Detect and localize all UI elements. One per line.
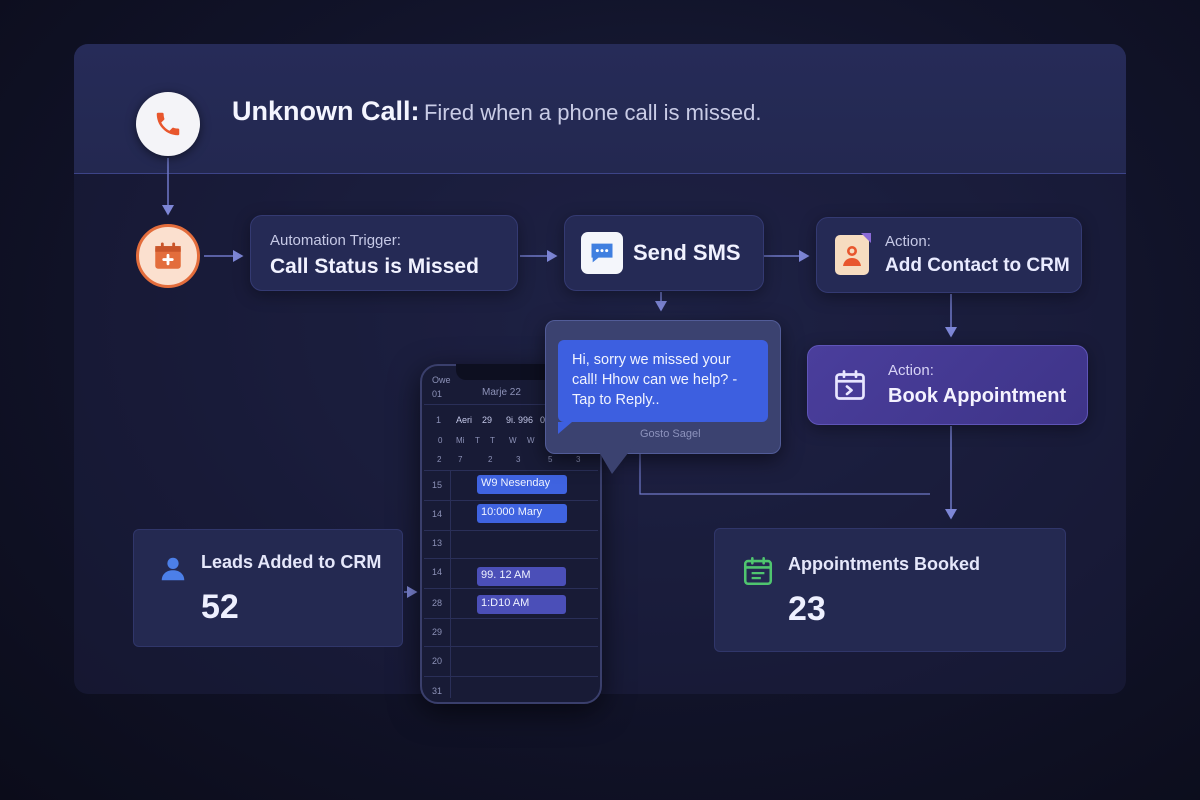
- phone-hour: 20: [432, 656, 442, 666]
- trigger-value: Call Status is Missed: [270, 255, 517, 279]
- phone-icon: [153, 109, 183, 139]
- page-title: Unknown Call: Fired when a phone call is…: [232, 96, 761, 132]
- phone-week-item: 9i. 996: [506, 415, 533, 425]
- phone-day-number: 7: [458, 455, 462, 464]
- calendar-event[interactable]: 99. 12 AM: [477, 567, 566, 586]
- connector-message-to-book: [640, 454, 930, 494]
- automation-trigger-node[interactable]: Automation Trigger: Call Status is Misse…: [250, 215, 518, 291]
- phone-day-name: 0: [438, 436, 442, 445]
- phone-day-name: Mi: [456, 436, 464, 445]
- phone-hour: 14: [432, 509, 442, 519]
- phone-day-name: W: [509, 436, 517, 445]
- calendar-event[interactable]: W9 Nesenday: [477, 475, 567, 494]
- phone-hour: 15: [432, 480, 442, 490]
- add-contact-node[interactable]: Action: Add Contact to CRM: [816, 217, 1082, 293]
- chat-icon: [581, 232, 623, 274]
- phone-day-name: T: [490, 436, 495, 445]
- phone-hour: 31: [432, 686, 442, 696]
- title-description: Fired when a phone call is missed.: [424, 100, 762, 125]
- send-sms-label: Send SMS: [633, 240, 741, 266]
- trigger-label: Automation Trigger:: [270, 232, 517, 249]
- book-appointment-label: Action:: [888, 362, 1066, 379]
- book-appointment-value: Book Appointment: [888, 385, 1066, 408]
- phone-week-item: Aeri: [456, 415, 472, 425]
- phone-hour: 29: [432, 627, 442, 637]
- phone-day-number: 3: [576, 455, 580, 464]
- phone-call-badge: [136, 92, 200, 156]
- user-icon: [158, 554, 188, 584]
- phone-day-name: W: [527, 436, 535, 445]
- appointments-label: Appointments Booked: [788, 554, 980, 575]
- phone-hour: 13: [432, 538, 442, 548]
- calendar-event[interactable]: 10:000 Mary: [477, 504, 567, 523]
- phone-status: Owe: [432, 375, 451, 385]
- calendar-event[interactable]: 1:D10 AM: [477, 595, 566, 614]
- sms-footer: Gosto Sagel: [640, 428, 701, 440]
- sms-message-bubble[interactable]: Hi, sorry we missed your call! Hhow can …: [558, 340, 768, 422]
- phone-week-item: 29: [482, 415, 492, 425]
- calendar-plus-icon: [151, 239, 185, 273]
- leads-label: Leads Added to CRM: [201, 552, 381, 573]
- send-sms-node[interactable]: Send SMS: [564, 215, 764, 291]
- sms-preview-tail: [592, 440, 638, 474]
- appointments-value: 23: [788, 590, 826, 629]
- phone-week-num: 1: [436, 415, 441, 425]
- contact-icon: [835, 235, 869, 275]
- phone-day-name: T: [475, 436, 480, 445]
- leads-stat-card: Leads Added to CRM 52: [133, 529, 403, 647]
- trigger-icon-badge: [136, 224, 200, 288]
- title-strong: Unknown Call:: [232, 96, 420, 126]
- book-appointment-node[interactable]: Action: Book Appointment: [807, 345, 1088, 425]
- add-contact-value: Add Contact to CRM: [885, 255, 1070, 277]
- calendar-check-icon: [741, 554, 775, 588]
- sms-bubble-tail: [558, 422, 572, 434]
- phone-day-number: 2: [437, 455, 441, 464]
- appointments-stat-card: Appointments Booked 23: [714, 528, 1066, 652]
- phone-day-number: 2: [488, 455, 492, 464]
- leads-value: 52: [201, 588, 239, 627]
- phone-header-date: Marje 22: [482, 387, 521, 398]
- phone-hour: 14: [432, 567, 442, 577]
- add-contact-label: Action:: [885, 233, 1070, 250]
- phone-row-num: 01: [432, 389, 442, 399]
- phone-day-number: 3: [516, 455, 520, 464]
- phone-day-number: 5: [548, 455, 552, 464]
- calendar-arrow-icon: [832, 367, 868, 403]
- phone-hour: 28: [432, 598, 442, 608]
